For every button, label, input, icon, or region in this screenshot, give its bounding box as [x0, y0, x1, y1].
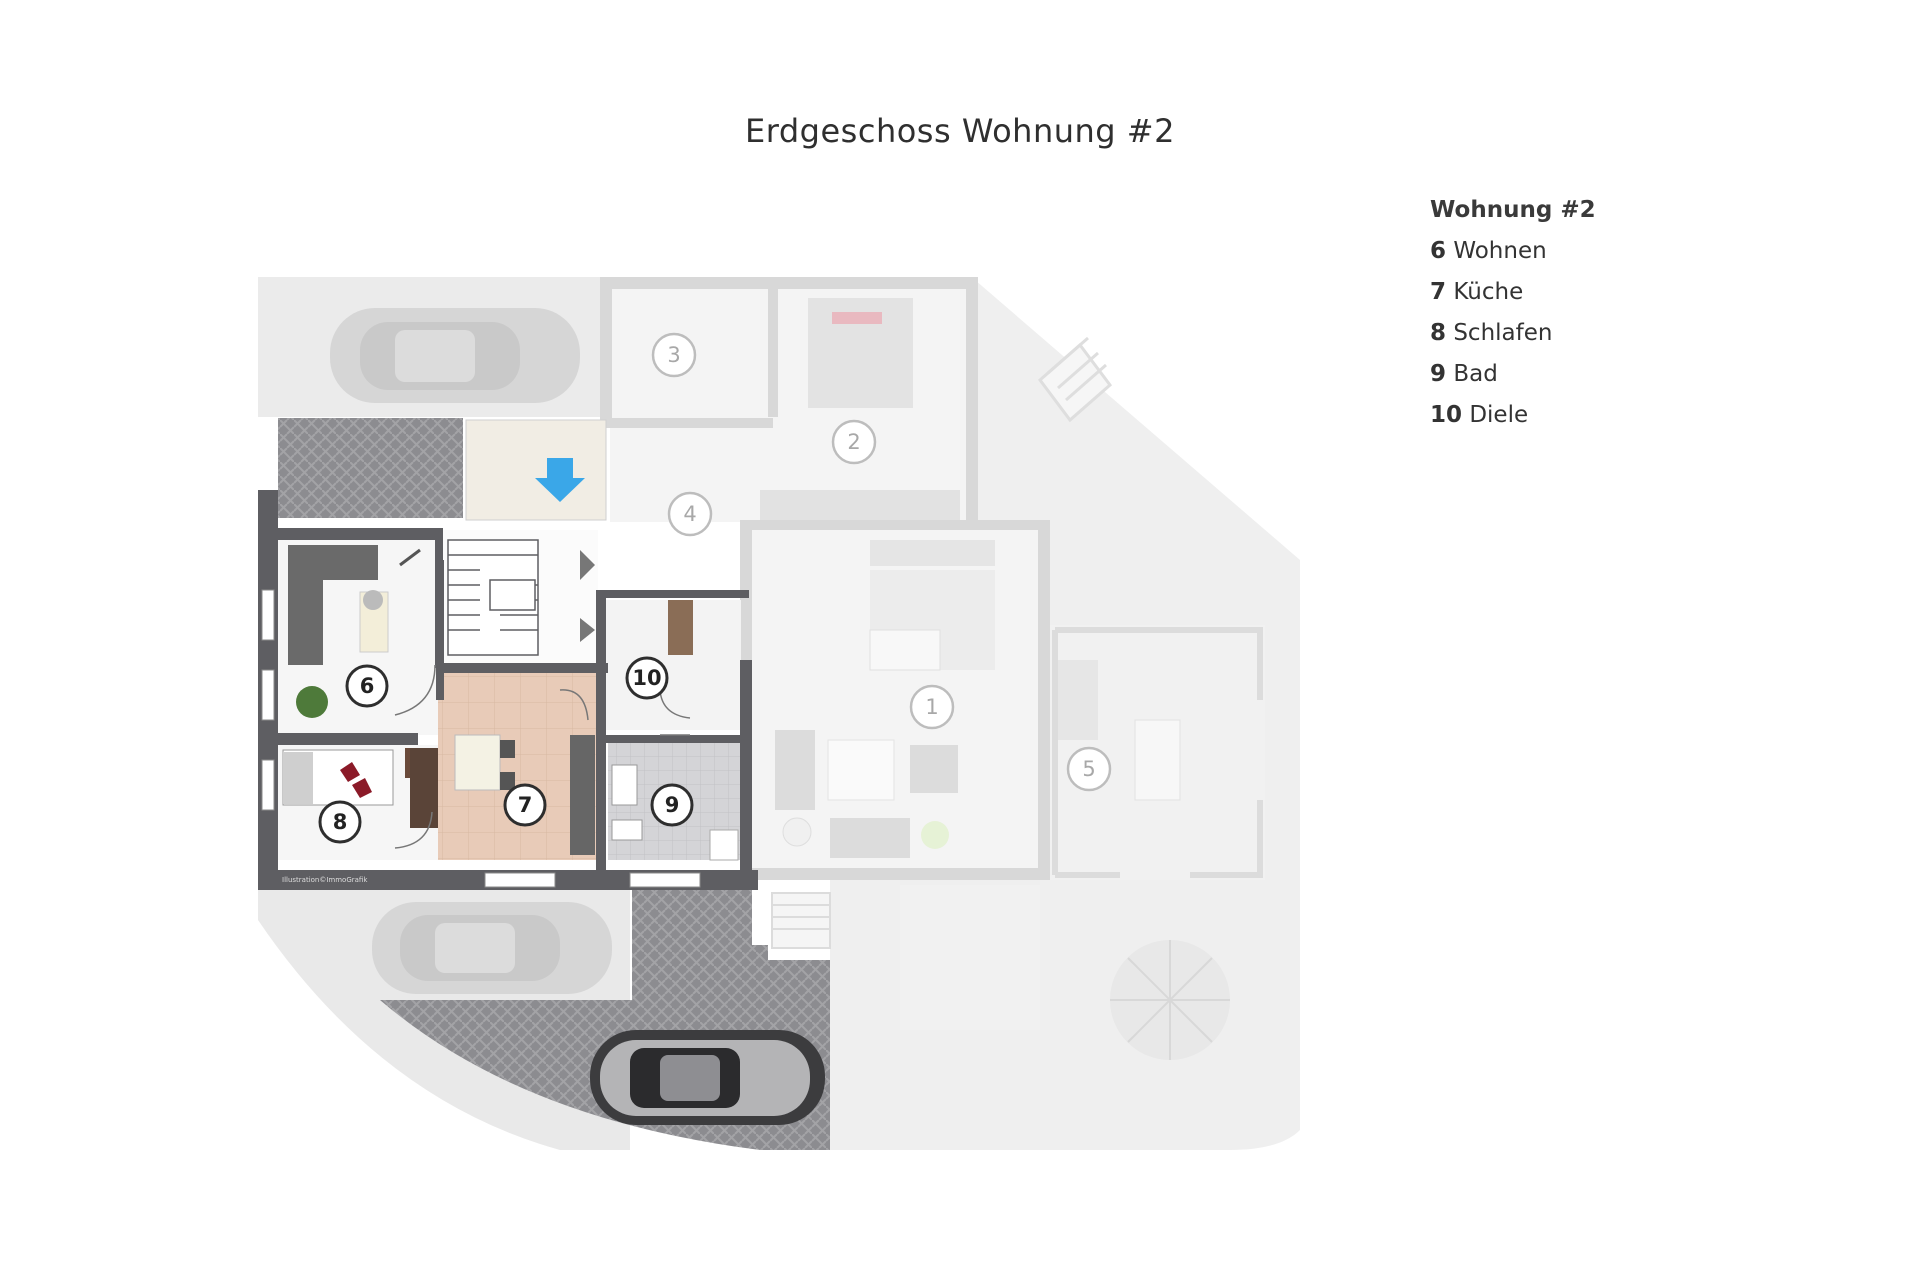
car-icon	[590, 1030, 825, 1125]
legend-item-label: Bad	[1453, 361, 1498, 387]
legend-item-number: 8	[1430, 320, 1447, 346]
room-number-8: 8	[333, 810, 348, 834]
legend-heading: Wohnung #2	[1430, 197, 1596, 223]
legend-item: 10 Diele	[1430, 395, 1790, 436]
legend-item-number: 10	[1430, 402, 1463, 428]
faded-room-labels	[651, 332, 1112, 792]
entrance-area	[465, 419, 607, 521]
legend-item-label: Schlafen	[1453, 320, 1553, 346]
unit-2-plan: Illustration©ImmoGrafik	[258, 490, 758, 890]
room-number-9: 9	[665, 793, 680, 817]
room-number-5: 5	[1082, 757, 1095, 781]
room-labels	[318, 656, 694, 844]
legend-item-label: Wohnen	[1453, 238, 1547, 264]
room-legend: Wohnung #2 6 Wohnen 7 Küche 8 Schlafen 9…	[1430, 190, 1790, 436]
arrow-down-icon	[535, 458, 585, 502]
paving	[278, 418, 463, 518]
illustration-credit: Illustration©ImmoGrafik	[282, 876, 368, 884]
legend-item-number: 7	[1430, 279, 1447, 305]
legend-item-label: Küche	[1453, 279, 1524, 305]
legend-item-number: 9	[1430, 361, 1447, 387]
car-icon	[330, 308, 580, 403]
neighbor-unit-faded	[330, 277, 1265, 1060]
room-number-7: 7	[518, 793, 533, 817]
room-number-6: 6	[360, 674, 375, 698]
legend-item: 9 Bad	[1430, 354, 1790, 395]
room-number-4: 4	[683, 502, 696, 526]
car-icon	[372, 902, 612, 994]
page-title: Erdgeschoss Wohnung #2	[745, 112, 1175, 150]
legend-item-label: Diele	[1469, 402, 1529, 428]
legend-item-number: 6	[1430, 238, 1447, 264]
legend-item: 8 Schlafen	[1430, 313, 1790, 354]
legend-item: 6 Wohnen	[1430, 231, 1790, 272]
room-number-3: 3	[667, 343, 680, 367]
room-number-2: 2	[847, 430, 860, 454]
room-number-1: 1	[925, 695, 938, 719]
room-number-10: 10	[632, 666, 661, 690]
legend-item: 7 Küche	[1430, 272, 1790, 313]
